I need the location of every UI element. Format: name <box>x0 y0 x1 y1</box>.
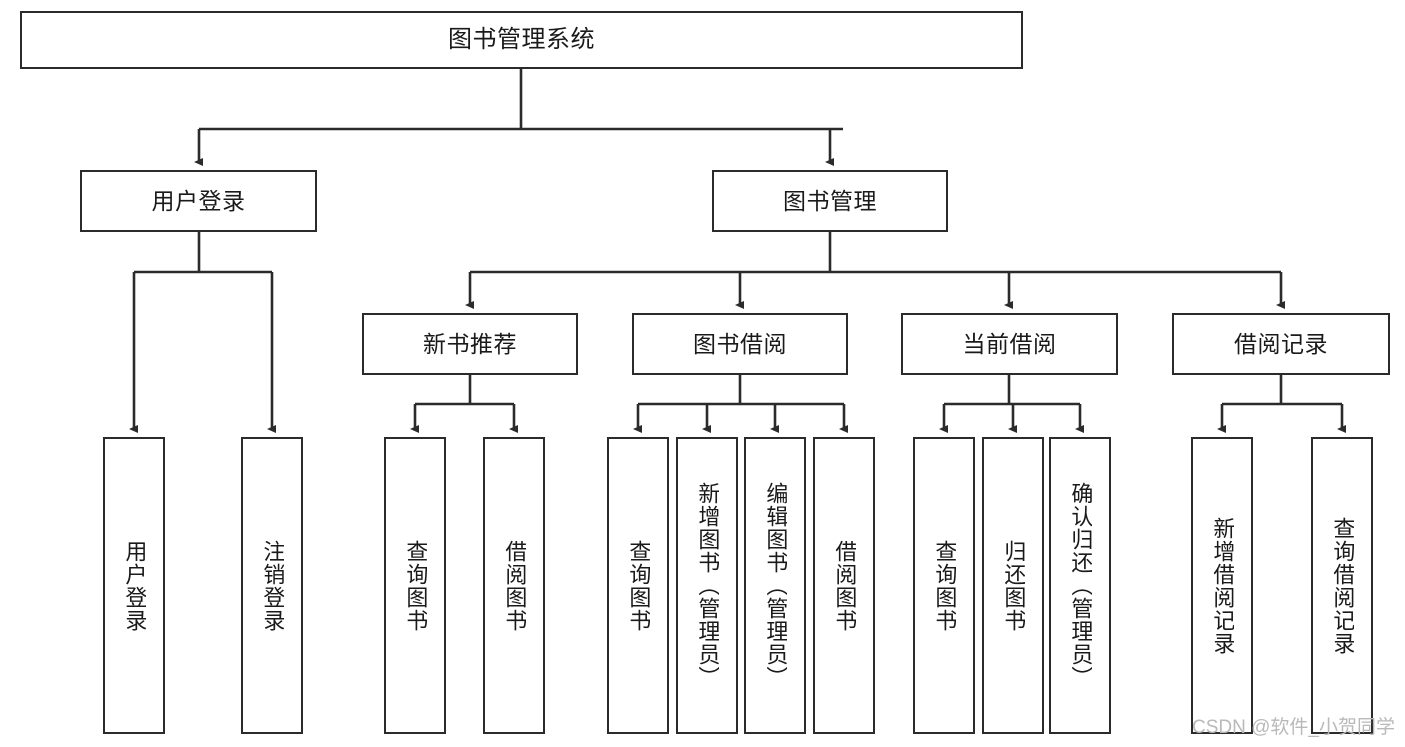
node-label: 图书管理 <box>783 187 877 214</box>
node-current-borrow[interactable]: 当前借阅 <box>901 313 1118 375</box>
leaf-borrow-add-book-admin[interactable]: 新增图书（管理员） <box>676 437 738 734</box>
node-book-management[interactable]: 图书管理 <box>712 170 948 232</box>
leaf-user-login-signin[interactable]: 用户登录 <box>103 437 165 734</box>
node-borrow-record[interactable]: 借阅记录 <box>1172 313 1390 375</box>
node-label: 确认归还（管理员） <box>1068 482 1093 689</box>
leaf-recommend-borrow-book[interactable]: 借阅图书 <box>483 437 545 734</box>
node-label: 查询图书 <box>932 539 957 632</box>
node-label: 查询借阅记录 <box>1330 516 1355 655</box>
node-root-book-management-system[interactable]: 图书管理系统 <box>20 11 1023 69</box>
node-label: 借阅图书 <box>502 539 527 632</box>
node-book-borrow[interactable]: 图书借阅 <box>632 313 848 375</box>
node-label: 编辑图书（管理员） <box>763 482 788 689</box>
node-label: 注销登录 <box>260 539 285 632</box>
leaf-borrow-query-book[interactable]: 查询图书 <box>607 437 669 734</box>
node-label: 用户登录 <box>151 187 246 214</box>
node-label: 用户登录 <box>122 539 147 632</box>
node-label: 新书推荐 <box>423 330 517 357</box>
leaf-current-query-book[interactable]: 查询图书 <box>913 437 975 734</box>
node-new-book-recommend[interactable]: 新书推荐 <box>362 313 578 375</box>
leaf-recommend-query-book[interactable]: 查询图书 <box>384 437 446 734</box>
leaf-current-confirm-return-admin[interactable]: 确认归还（管理员） <box>1049 437 1111 734</box>
leaf-borrow-borrow-book[interactable]: 借阅图书 <box>813 437 875 734</box>
node-user-login[interactable]: 用户登录 <box>80 170 317 232</box>
leaf-current-return-book[interactable]: 归还图书 <box>982 437 1044 734</box>
node-label: 新增图书（管理员） <box>695 482 720 689</box>
node-label: 归还图书 <box>1001 539 1026 632</box>
node-label: 图书管理系统 <box>448 26 595 54</box>
leaf-record-query-record[interactable]: 查询借阅记录 <box>1311 437 1373 734</box>
leaf-borrow-edit-book-admin[interactable]: 编辑图书（管理员） <box>744 437 806 734</box>
leaf-user-login-signout[interactable]: 注销登录 <box>241 437 303 734</box>
node-label: 借阅图书 <box>832 539 857 632</box>
node-label: 借阅记录 <box>1234 330 1328 357</box>
leaf-record-add-record[interactable]: 新增借阅记录 <box>1191 437 1253 734</box>
node-label: 新增借阅记录 <box>1210 516 1235 655</box>
node-label: 查询图书 <box>403 539 428 632</box>
node-label: 查询图书 <box>626 539 651 632</box>
node-label: 图书借阅 <box>693 330 787 357</box>
csdn-watermark: CSDN @软件_小贺同学 <box>1192 717 1395 738</box>
node-label: 当前借阅 <box>962 330 1057 357</box>
